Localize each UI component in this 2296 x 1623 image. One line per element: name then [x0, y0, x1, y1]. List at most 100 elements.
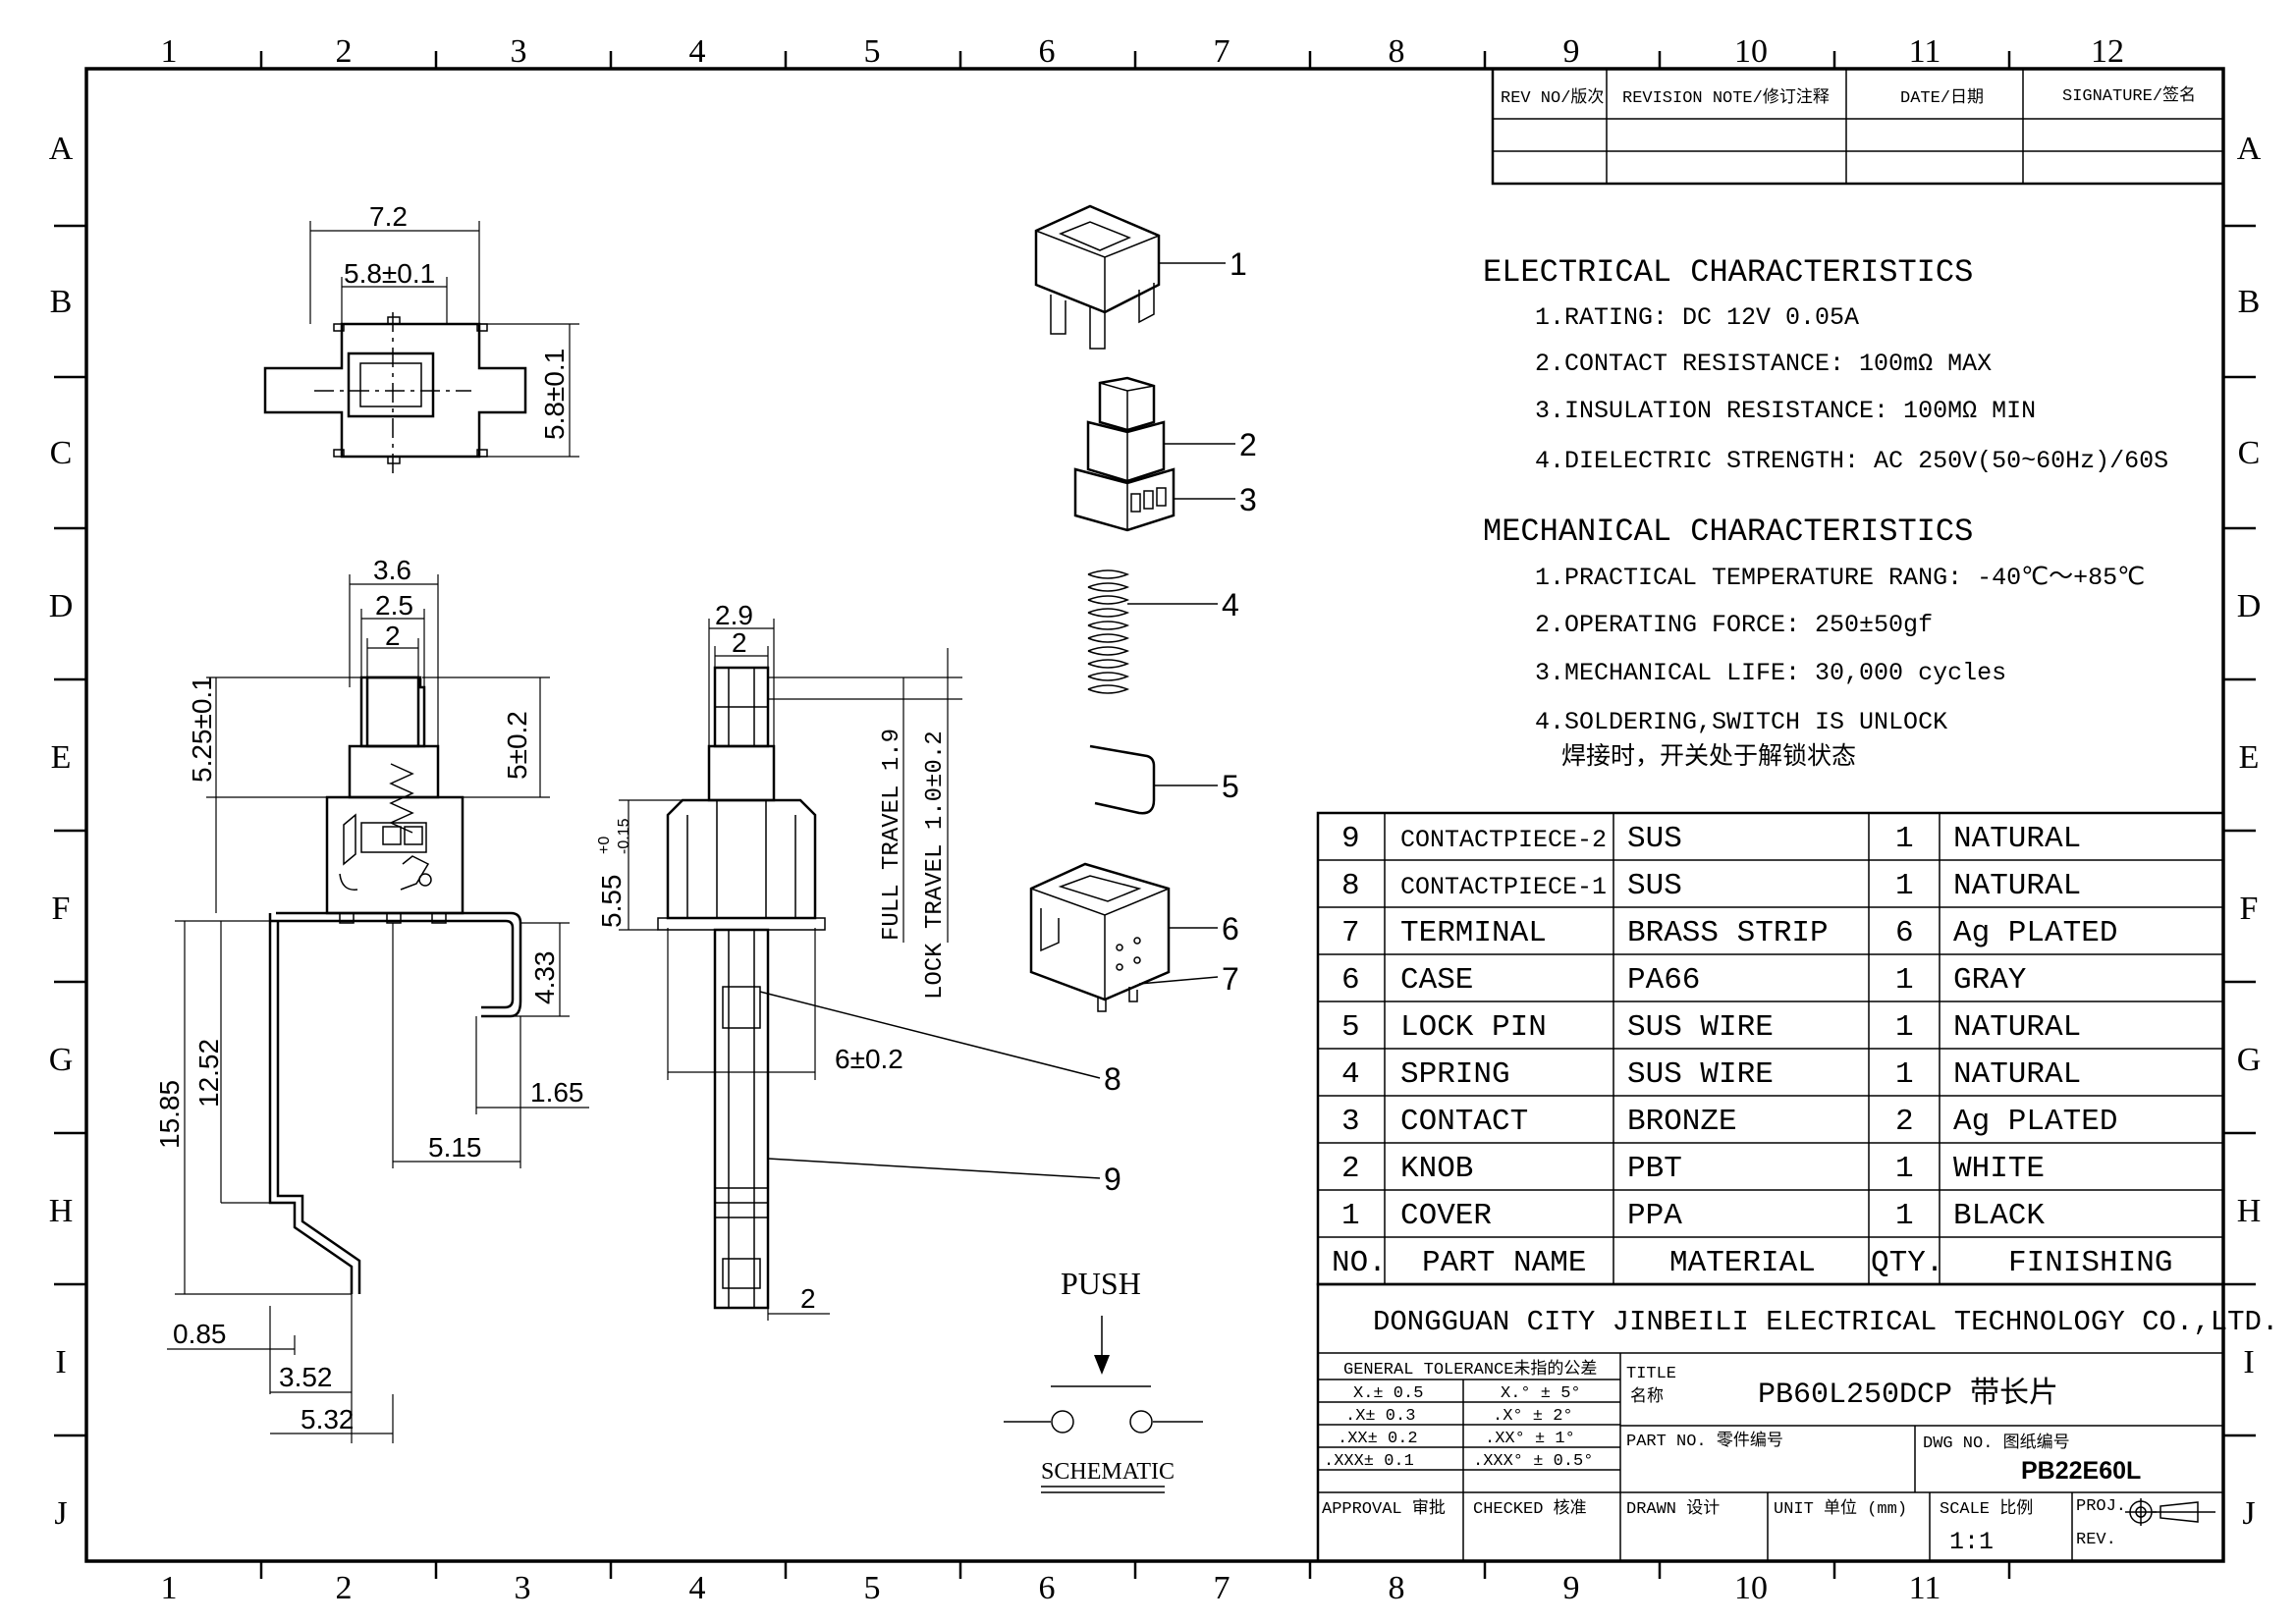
bom-row-3-qty: 2: [1895, 1105, 1914, 1139]
bom-row-9-finish: NATURAL: [1953, 822, 2081, 856]
title-label-cn: 名称: [1630, 1386, 1664, 1405]
zone-row-j: J: [54, 1495, 67, 1532]
tol-linear-1: .X± 0.3: [1345, 1407, 1415, 1426]
rev-date-header: DATE/日期: [1900, 87, 1984, 108]
bom-row-8-no: 8: [1341, 869, 1360, 903]
dim-top-height: 5.8±0.1: [539, 349, 570, 440]
bom-row-5-no: 5: [1341, 1010, 1360, 1045]
tol-linear-2: .XX± 0.2: [1338, 1430, 1418, 1448]
tol-angle-1: .X° ± 2°: [1493, 1407, 1573, 1426]
bom-row-4-qty: 1: [1895, 1057, 1914, 1092]
part-cover: [1034, 204, 1161, 350]
zone-ticks: [54, 51, 2256, 1579]
zone-row-e: E: [51, 739, 72, 776]
callout-3: 3: [1239, 482, 1257, 517]
dwg-no-value: PB22E60L: [2021, 1457, 2141, 1485]
zone-col-2-b: 2: [336, 1570, 353, 1606]
zone-row-g: G: [49, 1042, 74, 1078]
title-label: TITLE: [1626, 1365, 1676, 1383]
dim-side-532: 5.32: [301, 1404, 355, 1434]
dim-side-1252: 12.52: [193, 1039, 224, 1108]
revision-table: REV NO/版次 REVISION NOTE/修订注释 DATE/日期 SIG…: [1491, 67, 2225, 186]
zone-col-4: 4: [689, 33, 706, 70]
zone-col-3-b: 3: [515, 1570, 531, 1606]
zone-col-4-b: 4: [689, 1570, 706, 1606]
dim-top-width-outer: 7.2: [369, 201, 408, 232]
zone-col-11: 11: [1909, 33, 1941, 70]
callout-numbers: 1 2 3 4 5 6 7 8 9: [1104, 246, 1257, 1197]
bom-table: 9 CONTACTPIECE-2 SUS 1 NATURAL 8 CONTACT…: [1316, 811, 2225, 1286]
scale-value: 1:1: [1949, 1528, 1994, 1556]
tolerance-title: GENERAL TOLERANCE未指的公差: [1343, 1359, 1597, 1380]
bom-row-2-name: KNOB: [1400, 1152, 1473, 1186]
schematic-push-label: PUSH: [1061, 1266, 1141, 1301]
bom-row-6-qty: 1: [1895, 963, 1914, 998]
dim-side-w2: 2.5: [375, 590, 413, 621]
bom-row-4-name: SPRING: [1400, 1057, 1510, 1092]
callout-2: 2: [1239, 427, 1257, 462]
zone-col-12: 12: [2091, 33, 2124, 70]
zone-col-6: 6: [1039, 33, 1056, 70]
dim-side-1585: 15.85: [154, 1080, 185, 1149]
push-arrow-icon: [1094, 1355, 1110, 1375]
title-block: DONGGUAN CITY JINBEILI ELECTRICAL TECHNO…: [1316, 1282, 2278, 1563]
mechanical-item-2: 2.OPERATING FORCE: 250±50gf: [1535, 611, 1933, 639]
zone-row-a: A: [49, 131, 74, 167]
dim-front-555-tol-dn: -0.15: [616, 818, 632, 854]
bom-header-qty: QTY.: [1871, 1246, 1943, 1280]
bom-row-1-name: COVER: [1400, 1199, 1492, 1233]
schematic: PUSH SCHEMATIC: [1004, 1266, 1203, 1493]
bom-header-no: NO.: [1332, 1246, 1387, 1280]
part-no-label: PART NO. 零件编号: [1626, 1431, 1783, 1451]
zone-col-6-b: 6: [1039, 1570, 1056, 1606]
zone-row-i-r: I: [2243, 1344, 2254, 1380]
part-contact: [1073, 467, 1175, 532]
bom-row-5-qty: 1: [1895, 1010, 1914, 1045]
zone-row-d: D: [49, 588, 74, 624]
zone-col-9-b: 9: [1563, 1570, 1580, 1606]
drawn-label: DRAWN 设计: [1626, 1498, 1720, 1519]
checked-label: CHECKED 核准: [1473, 1498, 1587, 1519]
zone-col-5: 5: [864, 33, 881, 70]
part-case: [1029, 862, 1171, 1012]
bom-row-8-name: CONTACTPIECE-1: [1400, 873, 1607, 901]
dim-top-width-inner: 5.8±0.1: [344, 258, 435, 289]
bom-row-6-material: PA66: [1627, 963, 1700, 998]
rev-note-header: REVISION NOTE/修订注释: [1622, 87, 1830, 108]
zone-row-c-r: C: [2238, 435, 2261, 471]
electrical-title: ELECTRICAL CHARACTERISTICS: [1483, 254, 1973, 291]
dim-side-085: 0.85: [173, 1319, 227, 1349]
unit-label: UNIT 单位 (mm): [1774, 1498, 1907, 1519]
bom-row-4-material: SUS WIRE: [1627, 1057, 1774, 1092]
zone-col-10: 10: [1734, 33, 1768, 70]
dim-side-352: 3.52: [279, 1362, 333, 1392]
zone-row-f: F: [52, 891, 71, 927]
bom-row-2-finish: WHITE: [1953, 1152, 2045, 1186]
proj-label: PROJ.: [2076, 1497, 2126, 1516]
tol-angle-3: .XXX° ± 0.5°: [1473, 1452, 1593, 1471]
zone-row-b-r: B: [2238, 284, 2261, 320]
zone-labels-left: A B C D E F G H I J: [49, 131, 74, 1532]
bom-row-2-material: PBT: [1627, 1152, 1682, 1186]
dim-front-555: 5.55: [596, 875, 627, 929]
zone-row-f-r: F: [2240, 891, 2259, 927]
part-spring-icon: [1087, 569, 1130, 694]
zone-col-1-b: 1: [161, 1570, 178, 1606]
dwg-no-label: DWG NO. 图纸编号: [1923, 1433, 2070, 1453]
zone-row-i: I: [55, 1344, 66, 1380]
bom-row-7-qty: 6: [1895, 916, 1914, 950]
bom-row-5-name: LOCK PIN: [1400, 1010, 1547, 1045]
zone-row-j-r: J: [2242, 1495, 2255, 1532]
dim-lock-travel: LOCK TRAVEL 1.0±0.2: [922, 730, 949, 1000]
callout-6: 6: [1222, 911, 1239, 947]
zone-labels-bottom: 1 2 3 4 5 6 7 8 9 10 11: [161, 1570, 1941, 1606]
electrical-item-3: 3.INSULATION RESISTANCE: 100MΩ MIN: [1535, 397, 2036, 425]
bom-header-finishing: FINISHING: [2008, 1246, 2172, 1280]
bom-row-6-no: 6: [1341, 963, 1360, 998]
zone-col-3: 3: [511, 33, 527, 70]
approval-label: APPROVAL 审批: [1322, 1498, 1446, 1519]
mechanical-characteristics: MECHANICAL CHARACTERISTICS 1.PRACTICAL T…: [1483, 514, 2145, 770]
mechanical-title: MECHANICAL CHARACTERISTICS: [1483, 514, 1973, 550]
bom-row-7-finish: Ag PLATED: [1953, 916, 2117, 950]
